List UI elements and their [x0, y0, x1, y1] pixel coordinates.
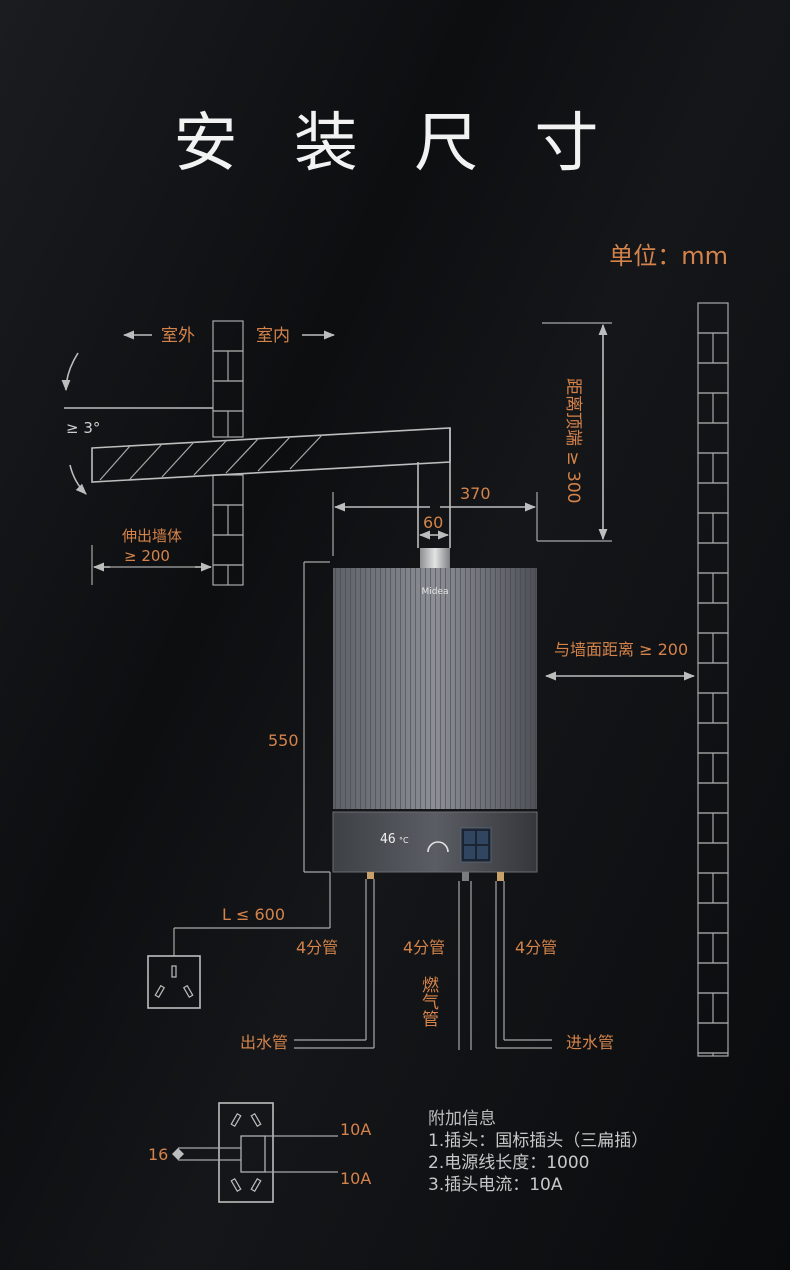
outdoor-label: 室外 [161, 326, 195, 346]
extend-wall-label: 伸出墙体 [122, 527, 182, 545]
brick [697, 302, 729, 334]
brick [697, 542, 729, 574]
pipe-right-label: 4分管 [515, 938, 557, 957]
pipe-mid-label: 4分管 [403, 938, 445, 957]
indoor-label: 室内 [256, 326, 290, 346]
left-wall [212, 320, 244, 586]
dim-550: 550 [268, 731, 299, 750]
brick [697, 1022, 729, 1054]
plug-diagram [172, 1102, 338, 1203]
brick [697, 422, 729, 454]
brick [697, 722, 729, 754]
dial-icon [427, 841, 449, 853]
unit-label: 单位：mm [609, 242, 728, 270]
dim-60: 60 [423, 513, 443, 532]
cable-length-label: L ≤ 600 [222, 905, 285, 924]
extra-info-item: 1.插头：国标插头（三扁插） [428, 1131, 649, 1151]
brick [697, 842, 729, 874]
extra-info-heading: 附加信息 [428, 1109, 496, 1129]
brick [697, 362, 729, 394]
inlet-pipe-label: 进水管 [566, 1033, 614, 1052]
brand-logo: Midea [421, 587, 448, 597]
socket-icon [147, 955, 201, 1009]
temperature-unit: °C [399, 836, 409, 845]
water-heater: Midea 46 °C [332, 548, 538, 881]
brick [697, 782, 729, 814]
angle-label: ≥ 3° [66, 419, 100, 437]
pipes [173, 872, 552, 1050]
page-title: 安 装 尺 寸 [173, 107, 617, 181]
extra-info-item: 2.电源线长度：1000 [428, 1153, 590, 1173]
plug-current-top: 10A [340, 1120, 371, 1139]
extend-wall-value: ≥ 200 [124, 547, 170, 565]
extra-info: 附加信息 1.插头：国标插头（三扁插） 2.电源线长度：1000 3.插头电流：… [428, 1108, 648, 1196]
outlet-pipe-label: 出水管 [240, 1033, 288, 1052]
brick [697, 662, 729, 694]
brick [697, 962, 729, 994]
plug-width-label: 16 [148, 1145, 168, 1164]
temperature-display: 46 [380, 832, 396, 847]
gas-pipe-label: 燃气管 [418, 976, 439, 1027]
brick [697, 902, 729, 934]
wall-distance-label: 与墙面距离 ≥ 200 [554, 640, 688, 659]
exhaust-duct [61, 352, 451, 548]
extra-info-item: 3.插头电流：10A [428, 1175, 563, 1195]
brick [697, 602, 729, 634]
brick [697, 482, 729, 514]
right-wall [697, 302, 729, 1057]
top-distance-label: 距离顶端 ≥ 300 [563, 378, 583, 504]
dim-370: 370 [460, 484, 491, 503]
pipe-left-label: 4分管 [296, 938, 338, 957]
plug-current-bottom: 10A [340, 1169, 371, 1188]
